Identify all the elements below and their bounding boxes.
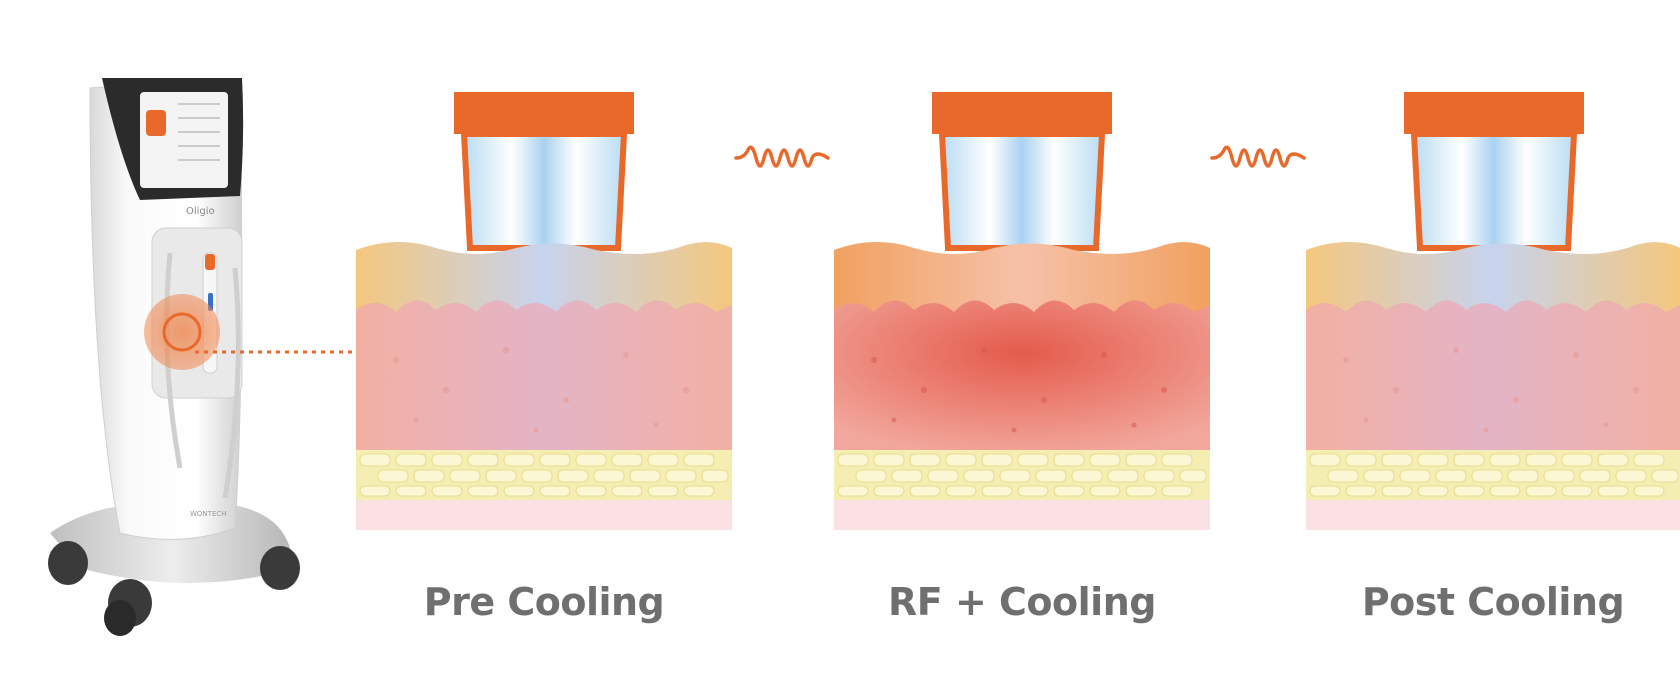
device-brand-text: Oligio [186, 206, 215, 217]
device-maker-text: WONTECH [190, 510, 227, 518]
skin-layers-post [1306, 92, 1680, 530]
stage-panel-pre-cooling [356, 90, 732, 540]
stage-panel-rf-cooling [834, 90, 1210, 540]
rf-wave-icon [1210, 145, 1306, 168]
stage-label-post-cooling: Post Cooling [1361, 580, 1625, 624]
stage-panel-post-cooling [1306, 90, 1680, 540]
stage-label-pre-cooling: Pre Cooling [423, 580, 665, 624]
skin-layers-pre [356, 92, 732, 530]
skin-layers-rf [834, 92, 1210, 530]
rf-device-illustration: Oligio WONTECH [48, 78, 300, 636]
rf-wave-icon [734, 145, 830, 168]
stage-label-rf-cooling: RF + Cooling [888, 580, 1156, 624]
